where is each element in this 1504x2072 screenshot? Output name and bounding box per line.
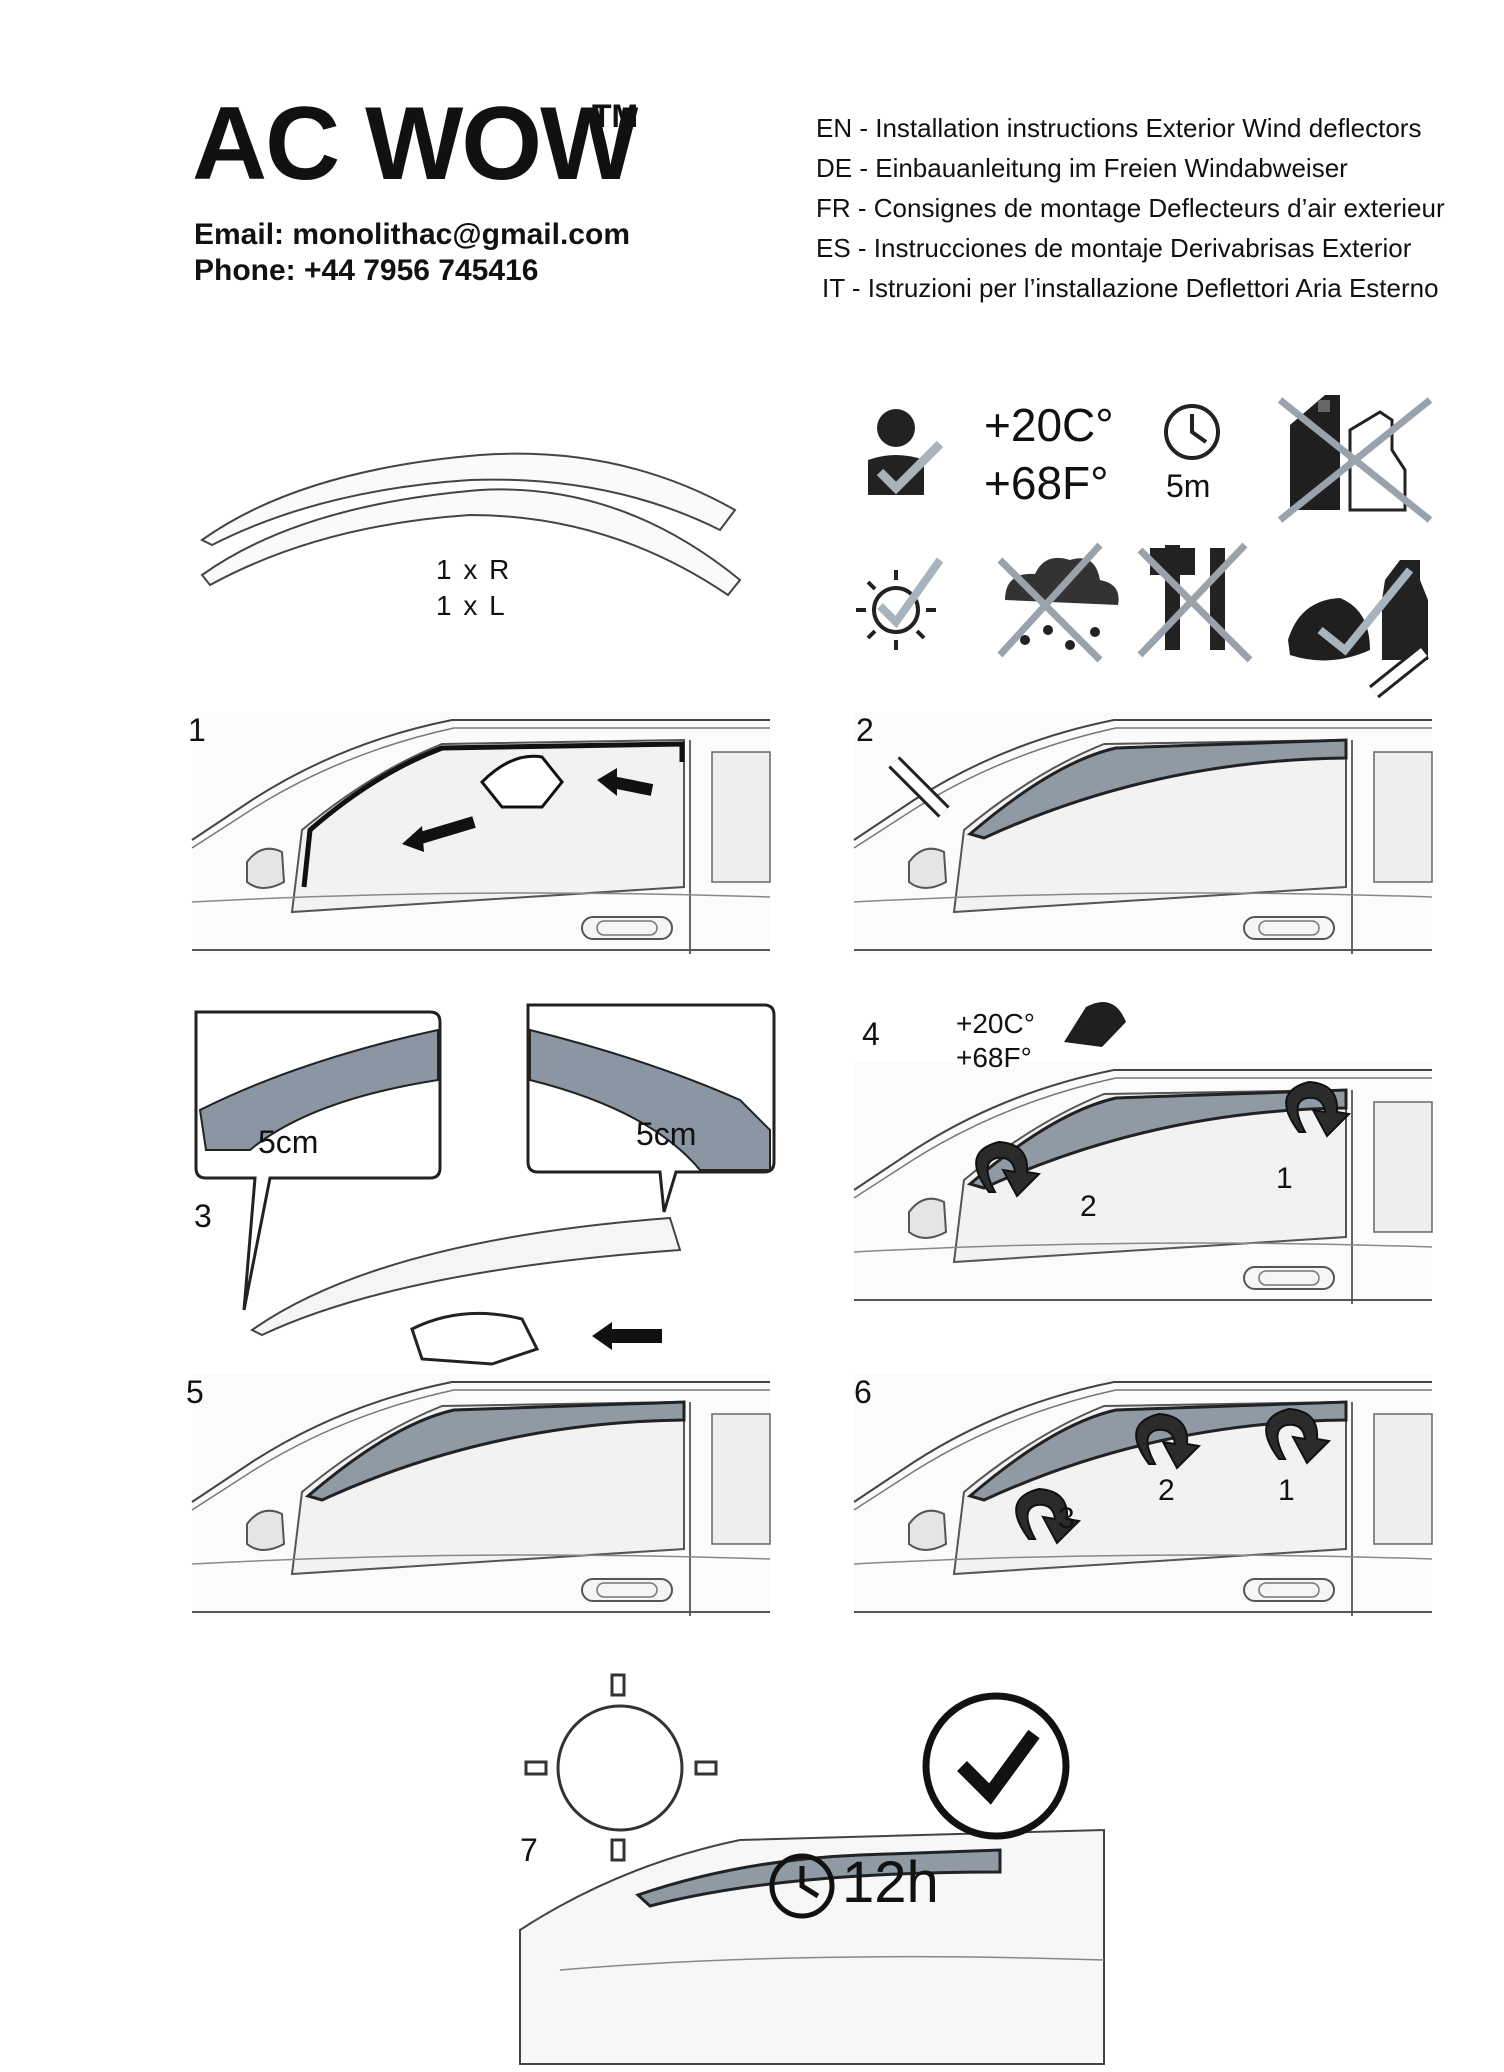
- sunny-check-icon: [856, 557, 944, 650]
- parts-left: 1 x L: [436, 590, 507, 621]
- step-4-temp-f: +68F°: [956, 1042, 1032, 1073]
- language-list: EN - Installation instructions Exterior …: [816, 108, 1445, 308]
- clock-icon: [1164, 404, 1220, 460]
- step-4-label: 4: [862, 1016, 880, 1052]
- lang-es: ES - Instrucciones de montaje Derivabris…: [816, 233, 1412, 263]
- clean-cloth-spray-icon: [1288, 560, 1428, 661]
- step4-illustration: [853, 1002, 1433, 1305]
- step-5-label: 5: [186, 1374, 204, 1410]
- step3-illustration: [194, 1003, 776, 1337]
- step-2-label: 2: [856, 712, 874, 748]
- step-4-order-1: 1: [1276, 1162, 1293, 1195]
- step-3-label: 3: [194, 1198, 212, 1234]
- step-6-order-2: 2: [1158, 1474, 1175, 1507]
- step-4-order-2: 2: [1080, 1190, 1097, 1223]
- step-6-label: 6: [854, 1374, 872, 1410]
- step-3-dim-right: 5cm: [636, 1116, 697, 1152]
- step2-illustration: [853, 645, 1433, 955]
- brand-title: AC WOW: [192, 86, 638, 202]
- step-6-order-1: 1: [1278, 1474, 1295, 1507]
- trademark-mark: TM: [592, 98, 639, 134]
- req-temp-c: +20C°: [984, 399, 1114, 451]
- step-7-time: 12h: [842, 1850, 939, 1915]
- parts-right: 1 x R: [436, 554, 512, 585]
- no-chemicals-icon: [1277, 395, 1433, 523]
- step-3-dim-left: 5cm: [258, 1124, 319, 1160]
- no-rain-icon: [997, 542, 1119, 663]
- step-6-order-3: 3: [1058, 1502, 1075, 1535]
- lang-it: IT - Istruzioni per l’installazione Defl…: [822, 273, 1439, 303]
- step-4-temp-c: +20C°: [956, 1008, 1035, 1039]
- req-time: 5m: [1166, 468, 1211, 504]
- contact-email: Email: monolithac@gmail.com: [194, 218, 630, 251]
- lang-de: DE - Einbauanleitung im Freien Windabwei…: [816, 153, 1348, 183]
- step-1-label: 1: [188, 712, 206, 748]
- lang-fr: FR - Consignes de montage Deflecteurs d’…: [816, 193, 1445, 223]
- person-check-icon: [868, 409, 944, 495]
- step1-illustration: [191, 711, 771, 955]
- step5-illustration: [191, 1311, 771, 1617]
- contact-phone: Phone: +44 7956 745416: [194, 254, 539, 287]
- step-7-label: 7: [520, 1832, 538, 1868]
- req-temp-f: +68F°: [984, 457, 1109, 509]
- deflector-parts-illustration: [200, 452, 742, 597]
- lang-en: EN - Installation instructions Exterior …: [816, 113, 1422, 143]
- no-tools-icon: [1137, 542, 1253, 663]
- step6-illustration: [853, 1373, 1433, 1617]
- step7-illustration: [519, 1673, 1105, 2065]
